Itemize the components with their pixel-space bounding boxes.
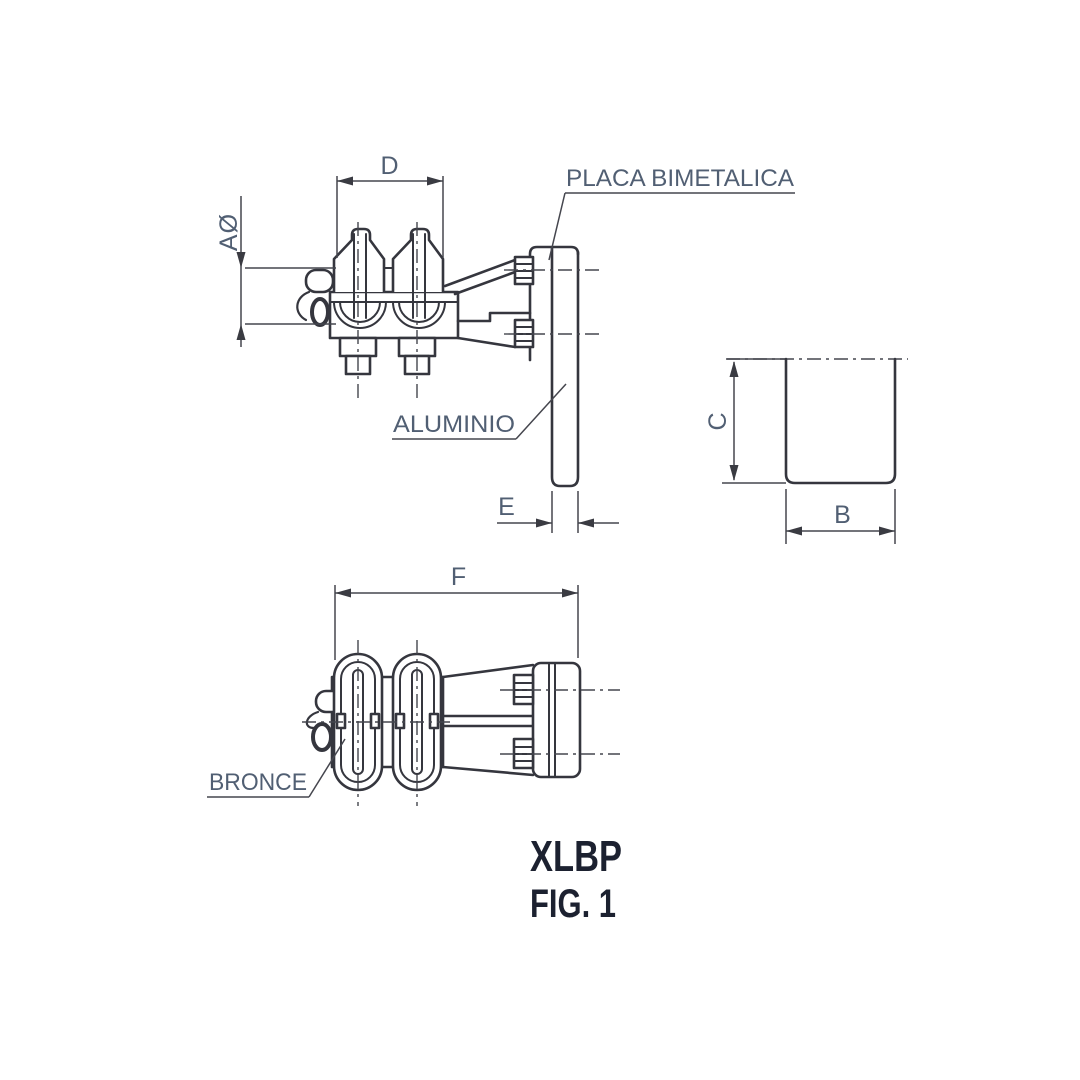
arrowhead-right-icon xyxy=(536,518,552,528)
arrowhead-down-icon xyxy=(236,252,246,268)
clamp-bolts-front xyxy=(338,336,437,376)
placa-bimetalica-leader xyxy=(548,192,566,261)
callout-aluminio: ALUMINIO xyxy=(392,383,567,440)
plate-bolts-plan xyxy=(512,673,535,770)
arrowhead-up-icon xyxy=(236,324,246,340)
arrowhead-right-icon xyxy=(562,588,578,598)
front-centerlines xyxy=(357,222,600,398)
bimetallic-plate-plan xyxy=(531,661,582,779)
clamp-keeper-caps xyxy=(332,227,445,319)
dimension-a-label: AØ xyxy=(215,213,243,251)
side-view: C B xyxy=(704,357,908,544)
dimension-d-label: D xyxy=(380,152,399,180)
arrowhead-right-icon xyxy=(879,526,895,536)
dimension-f: F xyxy=(334,563,579,660)
arrowhead-up-icon xyxy=(729,361,739,377)
arrowhead-right-icon xyxy=(427,176,443,186)
bronce-leader xyxy=(308,738,346,798)
dimension-e-label: E xyxy=(498,493,516,521)
bottom-view: F BRONCE xyxy=(207,563,620,806)
front-view: D AØ E PLACA BIMETALICA xyxy=(215,152,795,533)
bracket-plan xyxy=(439,663,535,777)
plan-centerlines xyxy=(302,640,620,806)
bronce-label: BRONCE xyxy=(209,769,307,796)
arrowhead-left-icon xyxy=(337,176,353,186)
clamp-body-front xyxy=(328,290,460,340)
dimension-e: E xyxy=(497,491,619,533)
connection-bracket xyxy=(443,258,532,349)
title-block: XLBP FIG. 1 xyxy=(530,832,622,926)
arrowhead-left-icon xyxy=(335,588,351,598)
arrowhead-left-icon xyxy=(578,518,594,528)
bimetallic-plate-front xyxy=(528,245,580,488)
product-code: XLBP xyxy=(530,832,622,881)
placa-bimetalica-label: PLACA BIMETALICA xyxy=(566,165,794,192)
dimension-b: B xyxy=(785,489,896,544)
plate-section-outline xyxy=(784,357,897,485)
arrowhead-left-icon xyxy=(786,526,802,536)
dimension-b-label: B xyxy=(834,501,852,529)
dimension-d: D xyxy=(336,152,444,258)
callout-placa-bimetalica: PLACA BIMETALICA xyxy=(548,165,795,261)
figure-label: FIG. 1 xyxy=(530,882,616,926)
dimension-c-label: C xyxy=(704,411,732,430)
dimension-a-diameter: AØ xyxy=(215,196,336,347)
dimension-c: C xyxy=(704,361,739,481)
dimension-f-label: F xyxy=(451,563,467,591)
arrowhead-down-icon xyxy=(729,465,739,481)
cotter-pin-front xyxy=(296,268,335,327)
callout-bronce: BRONCE xyxy=(207,738,346,798)
aluminio-label: ALUMINIO xyxy=(393,411,515,438)
aluminio-leader xyxy=(515,383,567,440)
